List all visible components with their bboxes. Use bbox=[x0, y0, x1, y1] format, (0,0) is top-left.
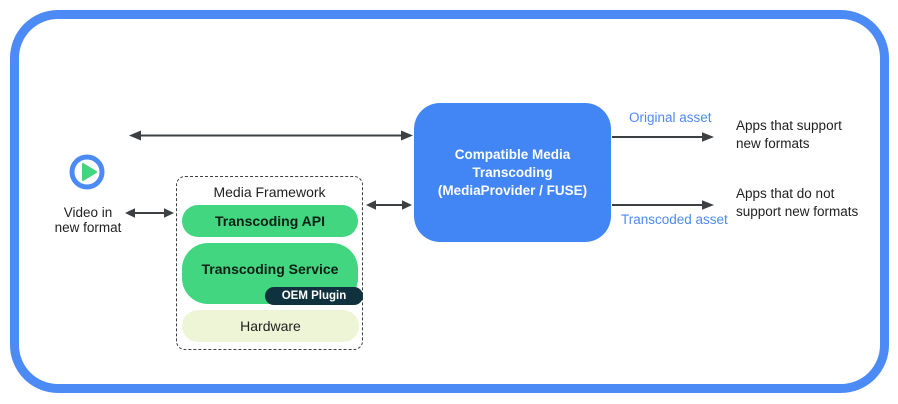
source-label: Video in new format bbox=[54, 205, 122, 235]
original-asset-label: Original asset bbox=[629, 110, 712, 125]
arrow-transcoded-asset bbox=[612, 200, 714, 210]
transcoded-asset-label: Transcoded asset bbox=[621, 212, 728, 227]
layer-oem-plugin: OEM Plugin bbox=[265, 287, 363, 305]
target-apps-support: Apps that support new formats bbox=[736, 118, 842, 151]
target-apps-no-support: Apps that do not support new formats bbox=[736, 186, 859, 219]
compatible-media-transcoding-box: Compatible Media Transcoding (MediaProvi… bbox=[414, 103, 611, 242]
arrow-original-asset bbox=[612, 132, 714, 142]
arrow-framework-transcoding bbox=[366, 200, 412, 210]
arrow-source-transcoding bbox=[129, 130, 413, 141]
arrow-source-framework bbox=[125, 208, 174, 218]
play-icon bbox=[67, 152, 107, 192]
media-framework-title: Media Framework bbox=[213, 184, 326, 200]
layer-transcoding-api: Transcoding API bbox=[182, 205, 358, 237]
outer-frame bbox=[10, 10, 889, 393]
layer-hardware: Hardware bbox=[182, 310, 359, 342]
media-framework-box: Media Framework Transcoding API Transcod… bbox=[176, 176, 363, 350]
